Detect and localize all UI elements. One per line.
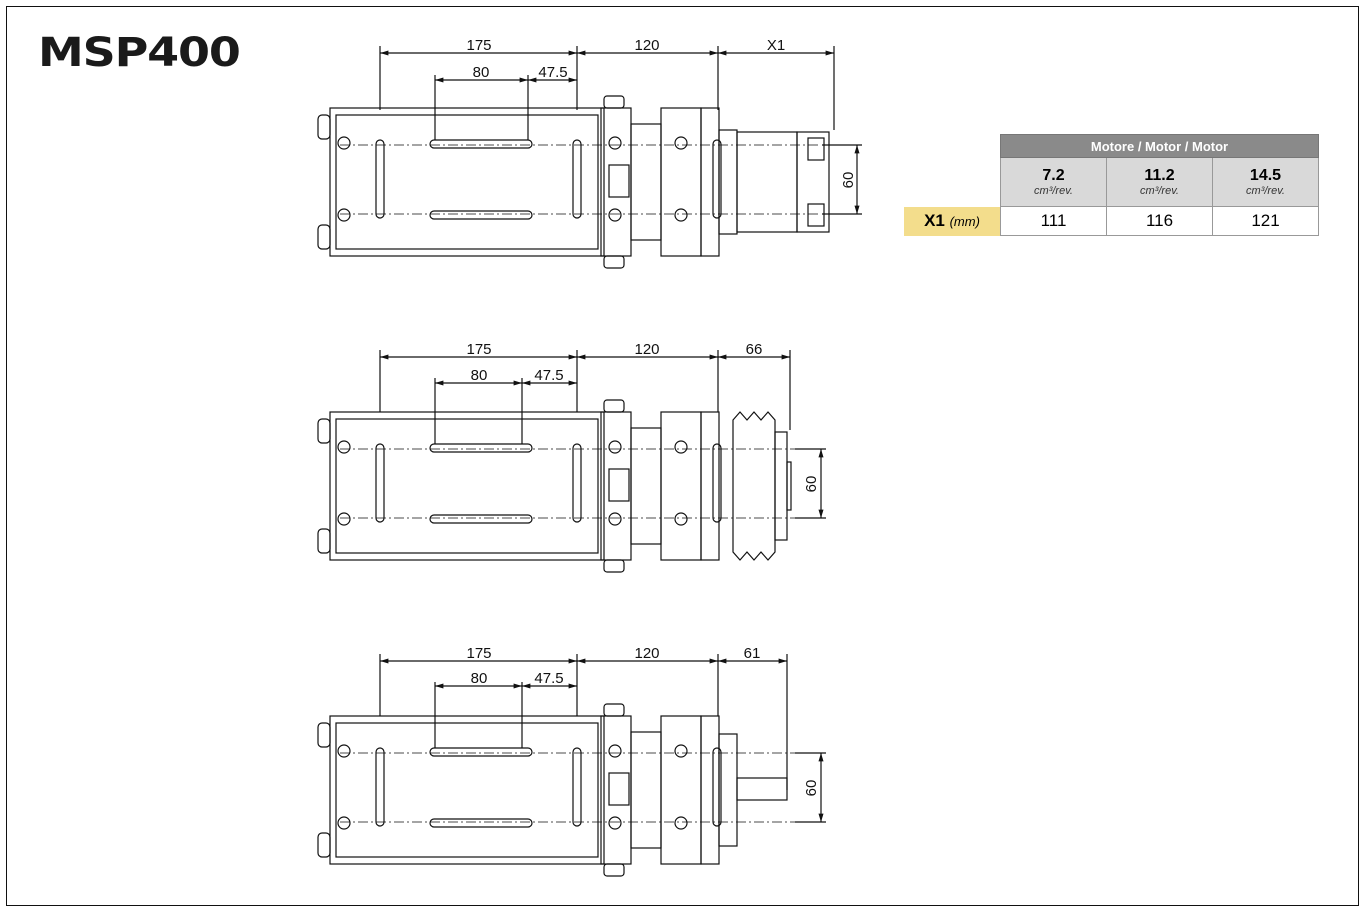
col-unit: cm³/rev. — [1034, 184, 1073, 197]
value-cell: 121 — [1212, 206, 1319, 236]
v2-dim-47-5: 47.5 — [534, 367, 563, 384]
col-14-5: 14.5 cm³/rev. — [1212, 157, 1319, 207]
row-unit: (mm) — [949, 214, 980, 229]
row-label: X1 — [924, 211, 945, 230]
v2-dim-66: 66 — [746, 341, 763, 358]
view-pulley — [317, 350, 826, 573]
col-unit: cm³/rev. — [1140, 184, 1179, 197]
v3-dim-120: 120 — [634, 645, 659, 662]
v1-dim-x1: X1 — [767, 37, 785, 54]
motor-spec-table: Motore / Motor / Motor 7.2 cm³/rev. 11.2… — [904, 134, 1319, 236]
col-unit: cm³/rev. — [1246, 184, 1285, 197]
v2-dim-80: 80 — [471, 367, 488, 384]
col-value: 11.2 — [1144, 166, 1175, 184]
v3-dim-175: 175 — [466, 645, 491, 662]
v3-dim-47-5: 47.5 — [534, 670, 563, 687]
table-header: Motore / Motor / Motor — [1000, 134, 1319, 158]
value-cell: 116 — [1106, 206, 1213, 236]
col-value: 7.2 — [1042, 166, 1065, 184]
view-motor — [317, 46, 862, 269]
v2-dim-175: 175 — [466, 341, 491, 358]
v1-dim-120: 120 — [634, 37, 659, 54]
v2-dim-60: 60 — [803, 476, 820, 493]
v1-dim-80: 80 — [473, 64, 490, 81]
col-7-2: 7.2 cm³/rev. — [1000, 157, 1107, 207]
v1-dim-47-5: 47.5 — [538, 64, 567, 81]
v1-dim-60: 60 — [840, 172, 857, 189]
col-value: 14.5 — [1249, 166, 1282, 184]
value-cell: 111 — [1000, 206, 1107, 236]
v3-dim-61: 61 — [744, 645, 761, 662]
col-11-2: 11.2 cm³/rev. — [1106, 157, 1213, 207]
drawing-frame — [6, 6, 1359, 906]
v1-dim-175: 175 — [466, 37, 491, 54]
v3-dim-60: 60 — [803, 780, 820, 797]
product-logo: MSP400 — [38, 30, 241, 76]
view-shaft — [317, 654, 826, 877]
v3-dim-80: 80 — [471, 670, 488, 687]
v2-dim-120: 120 — [634, 341, 659, 358]
row-label-x1: X1 (mm) — [904, 206, 1001, 236]
